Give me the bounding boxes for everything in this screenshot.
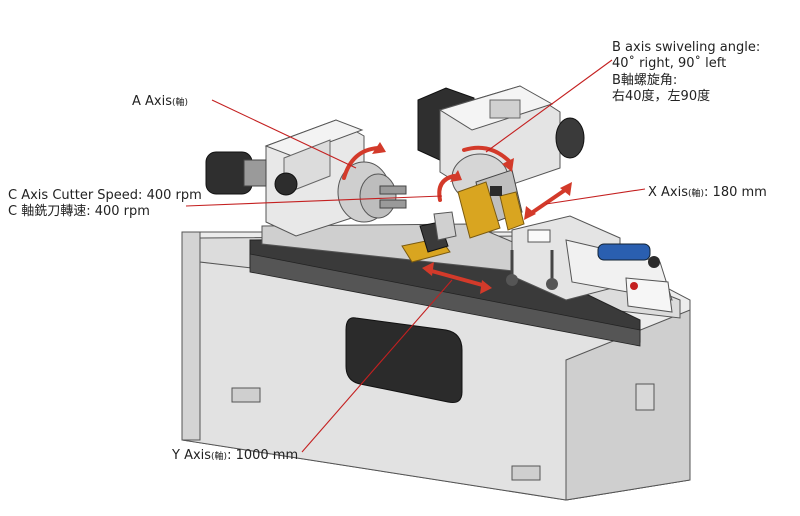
c-axis-arrowhead <box>450 170 462 182</box>
x-axis-leader <box>545 188 646 205</box>
a-axis-label: A Axis(軸) <box>132 90 188 110</box>
y-axis-travel-arrow <box>426 268 488 288</box>
x-axis-travel-arrow <box>528 186 570 216</box>
gold-clamps <box>401 211 457 263</box>
x-axis-arrowhead-up <box>560 182 572 196</box>
a-axis-label-sub: (軸) <box>172 98 189 108</box>
a-axis-headstock <box>205 119 407 237</box>
x-axis-label-value: : 180 mm <box>704 185 767 200</box>
b-axis-label-line3: B軸螺旋角: <box>612 72 678 88</box>
y-axis-label-main: Y Axis <box>172 448 212 463</box>
motion-arrows <box>342 142 572 294</box>
y-axis-arrowhead-left <box>422 262 434 276</box>
c-axis-label-line2: C 軸銑刀轉速: 400 rpm <box>8 204 150 220</box>
b-axis-label-line2: 40˚ right, 90˚ left <box>612 56 727 72</box>
b-axis-label-line4: 右40度，左90度 <box>612 88 711 104</box>
tailstock <box>506 215 673 313</box>
b-axis-leader <box>485 59 613 153</box>
b-axis-arrowhead <box>502 158 514 172</box>
leader-lines <box>185 59 646 453</box>
a-axis-label-main: A Axis <box>132 94 172 109</box>
x-axis-arrowhead-down <box>524 206 536 220</box>
y-axis-label-sub: (軸) <box>211 452 228 462</box>
y-axis-label-value: : 1000 mm <box>227 448 299 463</box>
c-axis-label-line1: C Axis Cutter Speed: 400 rpm <box>8 188 202 203</box>
c-axis-leader <box>185 195 443 207</box>
y-axis-label: Y Axis(軸): 1000 mm <box>172 444 298 464</box>
b-axis-label-line1: B axis swiveling angle: <box>612 40 761 55</box>
a-axis-leader <box>211 99 357 169</box>
y-axis-leader <box>301 279 453 453</box>
a-axis-rotation-arrow <box>342 146 380 180</box>
c-axis-label: C Axis Cutter Speed: 400 rpm C 軸銑刀轉速: 40… <box>8 188 202 221</box>
x-axis-label-sub: (軸) <box>688 189 705 199</box>
x-axis-label: X Axis(軸): 180 mm <box>648 181 767 201</box>
b-axis-rotation-arrow <box>462 145 512 164</box>
a-axis-arrowhead <box>372 142 386 154</box>
cabinet-window <box>345 317 463 403</box>
b-axis-head <box>417 85 585 239</box>
y-axis-arrowhead-right <box>480 280 492 294</box>
x-axis-label-main: X Axis <box>648 185 689 200</box>
b-axis-label: B axis swiveling angle: 40˚ right, 90˚ l… <box>612 40 760 105</box>
c-axis-rotation-arrow <box>437 174 456 202</box>
